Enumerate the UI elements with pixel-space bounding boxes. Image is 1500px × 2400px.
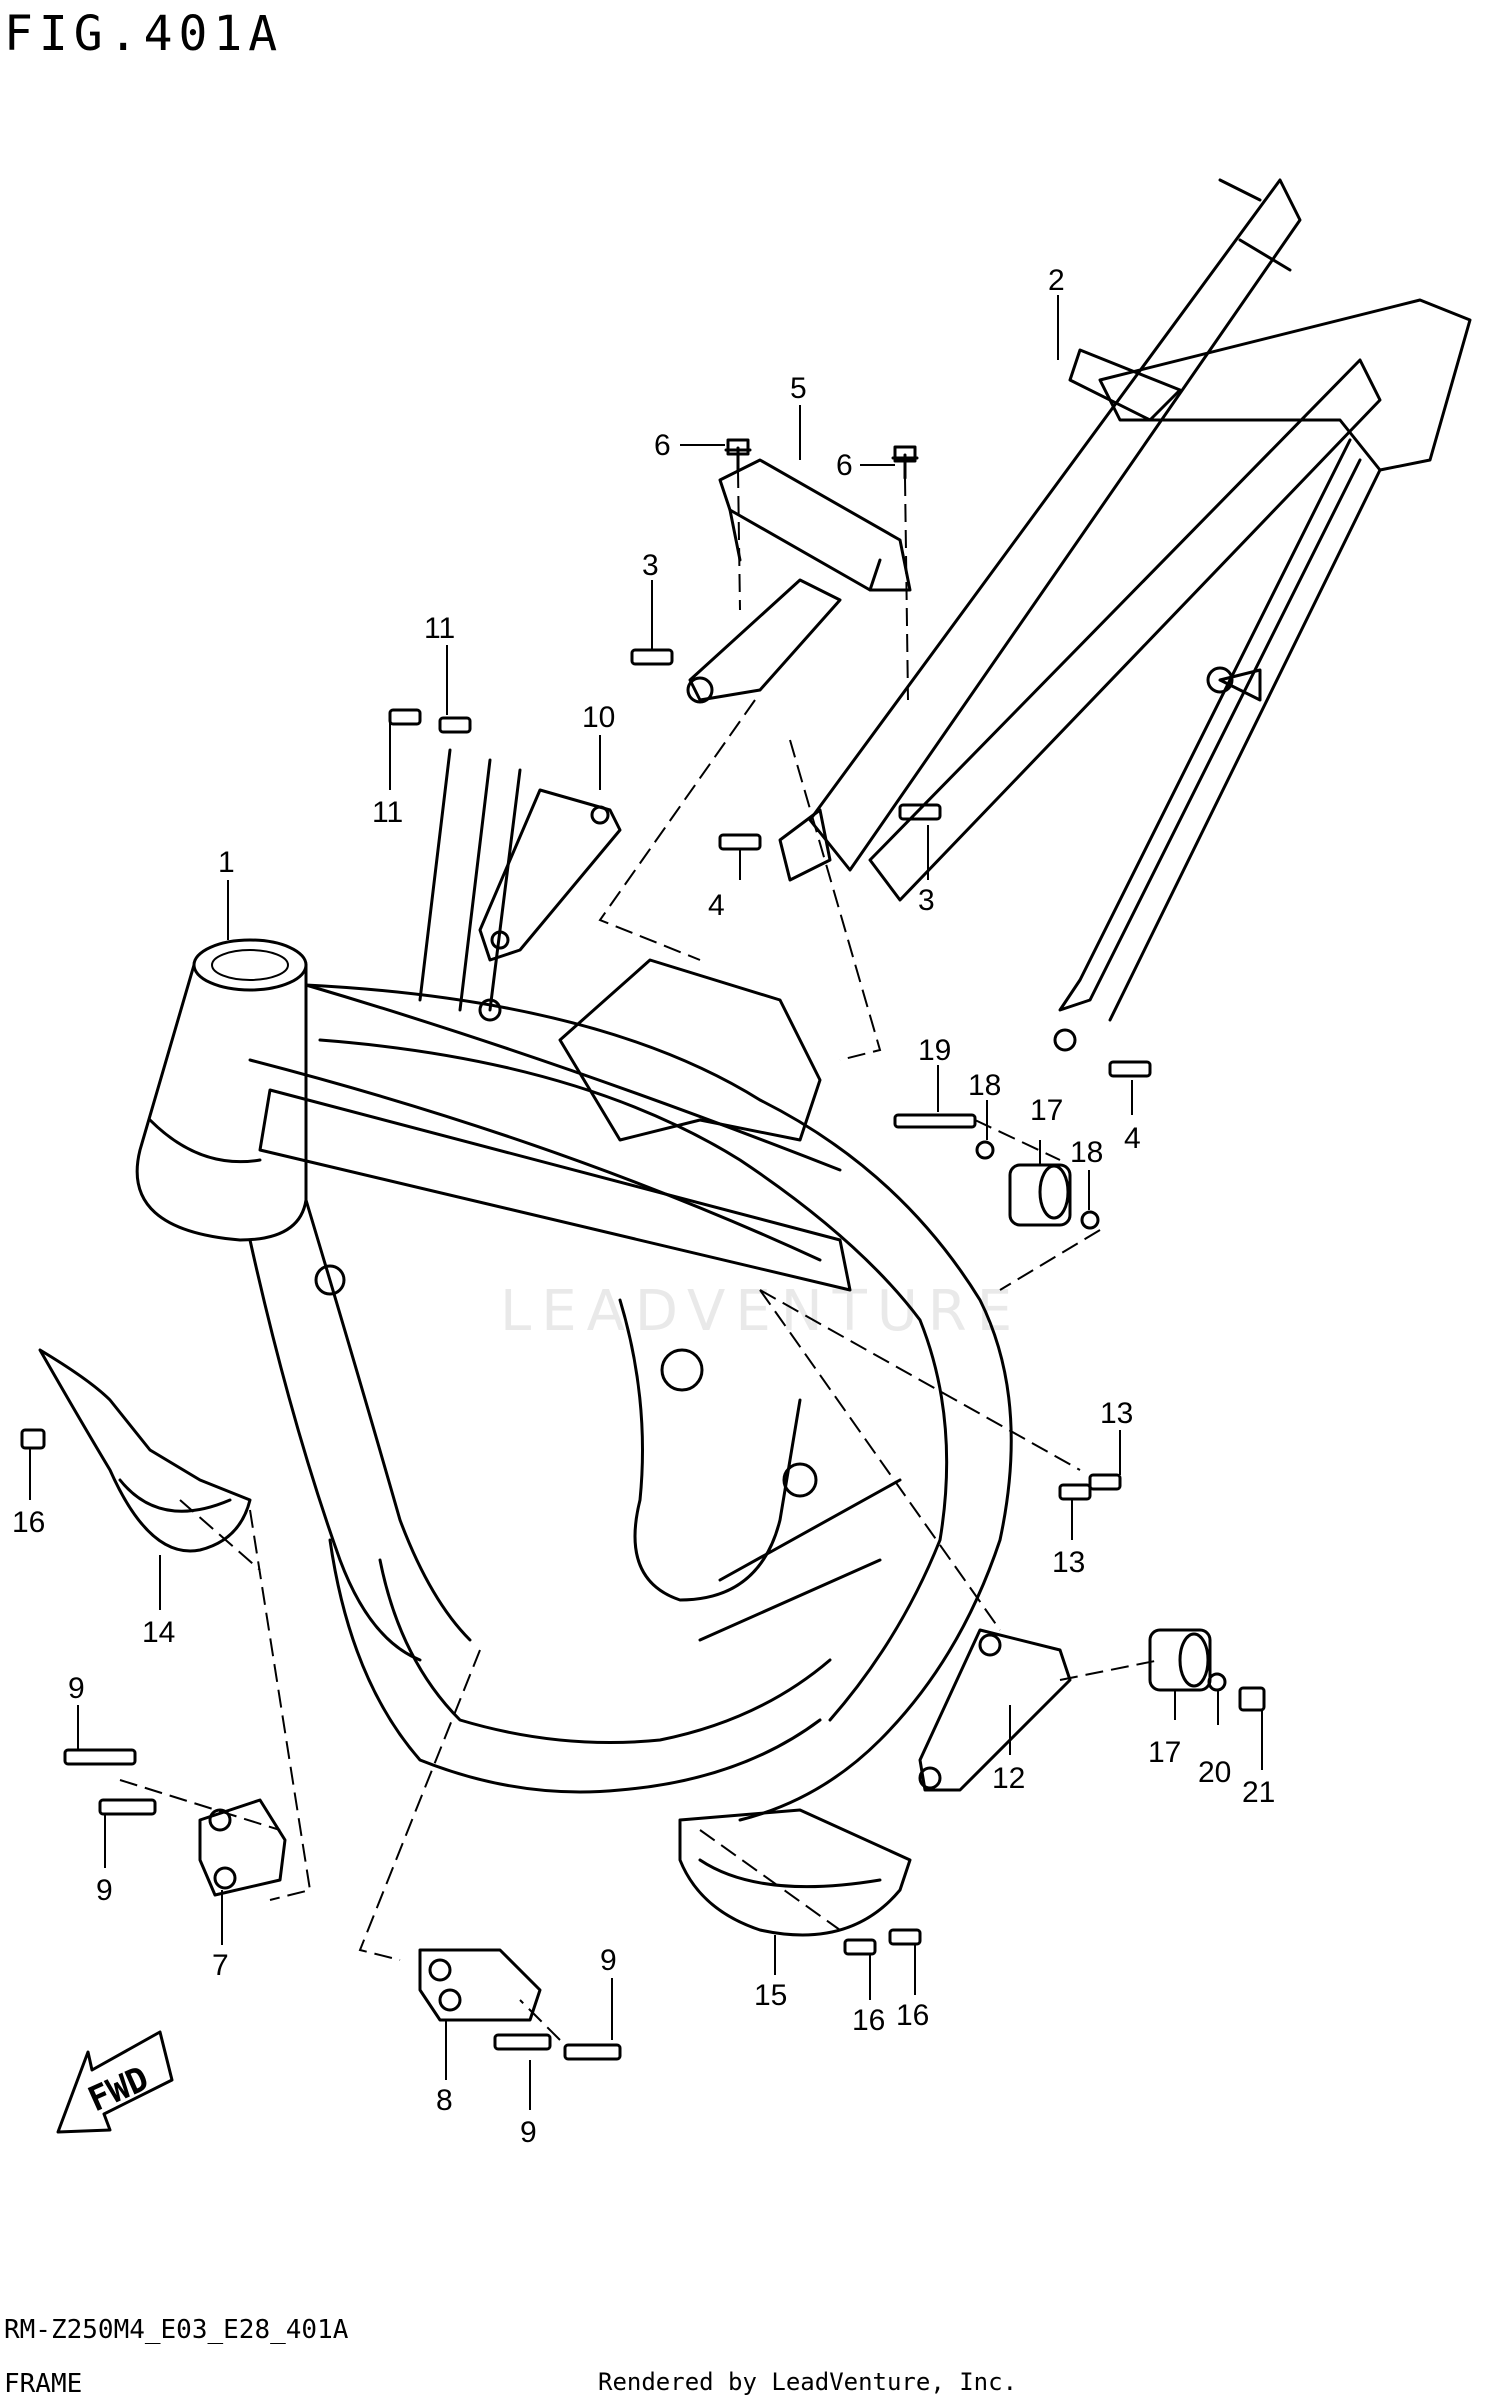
callout-2: 2 xyxy=(1048,264,1065,297)
bracket-12-drawing xyxy=(918,1628,1072,1792)
guard-14-drawing xyxy=(38,1348,252,1553)
callout-leader-lines xyxy=(29,295,1263,2110)
fastener-shapes xyxy=(20,438,1266,2061)
subframe-bracket-drawing xyxy=(686,578,842,882)
callout-18b: 18 xyxy=(1070,1136,1103,1169)
bracket-10-drawing xyxy=(478,788,622,962)
callout-13a: 13 xyxy=(1100,1397,1133,1430)
callout-11b: 11 xyxy=(372,796,403,829)
callout-4a: 4 xyxy=(708,889,725,922)
callout-17b: 17 xyxy=(1148,1736,1181,1769)
callout-4b: 4 xyxy=(1124,1122,1141,1155)
callout-18a: 18 xyxy=(968,1069,1001,1102)
guard-15-drawing xyxy=(678,1808,912,1937)
callout-9a: 9 xyxy=(68,1672,85,1705)
callout-16c: 16 xyxy=(896,1999,929,2032)
callout-9c: 9 xyxy=(600,1944,617,1977)
seat-rail-drawing xyxy=(808,178,1472,1052)
watermark: LEADVENTURE xyxy=(500,1279,1022,1344)
bracket-5-drawing xyxy=(718,458,912,592)
section-name: FRAME xyxy=(4,2369,82,2399)
callout-5: 5 xyxy=(790,372,807,405)
callout-19: 19 xyxy=(918,1034,951,1067)
callout-16a: 16 xyxy=(12,1506,45,1539)
callout-3b: 3 xyxy=(918,884,935,917)
callout-1: 1 xyxy=(218,846,235,879)
collar-17-upper-drawing xyxy=(1008,1163,1072,1227)
callout-6a: 6 xyxy=(654,429,671,462)
callout-9b: 9 xyxy=(96,1874,113,1907)
main-frame-drawing xyxy=(135,748,1013,1822)
callout-12: 12 xyxy=(992,1762,1025,1795)
callout-3a: 3 xyxy=(642,549,659,582)
callout-8: 8 xyxy=(436,2084,453,2117)
mount-8-drawing xyxy=(418,1948,542,2022)
fwd-arrow-icon: FWD xyxy=(56,2030,174,2134)
collar-17-lower-drawing xyxy=(1148,1628,1212,1692)
figure-title: FIG.401A xyxy=(4,6,283,62)
callout-15: 15 xyxy=(754,1979,787,2012)
callout-16b: 16 xyxy=(852,2004,885,2037)
render-credit: Rendered by LeadVenture, Inc. xyxy=(598,2368,1017,2396)
callout-13b: 13 xyxy=(1052,1546,1085,1579)
dashed-alignment-lines xyxy=(119,469,1161,2041)
callout-9d: 9 xyxy=(520,2116,537,2149)
model-code: RM-Z250M4_E03_E28_401A xyxy=(4,2315,349,2345)
mount-7-drawing xyxy=(198,1798,287,1897)
callout-6b: 6 xyxy=(836,449,853,482)
callout-10: 10 xyxy=(582,701,615,734)
callout-7: 7 xyxy=(212,1949,229,1982)
callout-14: 14 xyxy=(142,1616,175,1649)
callout-17a: 17 xyxy=(1030,1094,1063,1127)
callout-21: 21 xyxy=(1242,1776,1275,1809)
callout-20: 20 xyxy=(1198,1756,1231,1789)
callout-11a: 11 xyxy=(424,612,455,645)
callout-labels: 1 2 3 3 4 4 5 6 6 7 8 9 9 9 9 10 11 11 1… xyxy=(12,264,1275,2149)
